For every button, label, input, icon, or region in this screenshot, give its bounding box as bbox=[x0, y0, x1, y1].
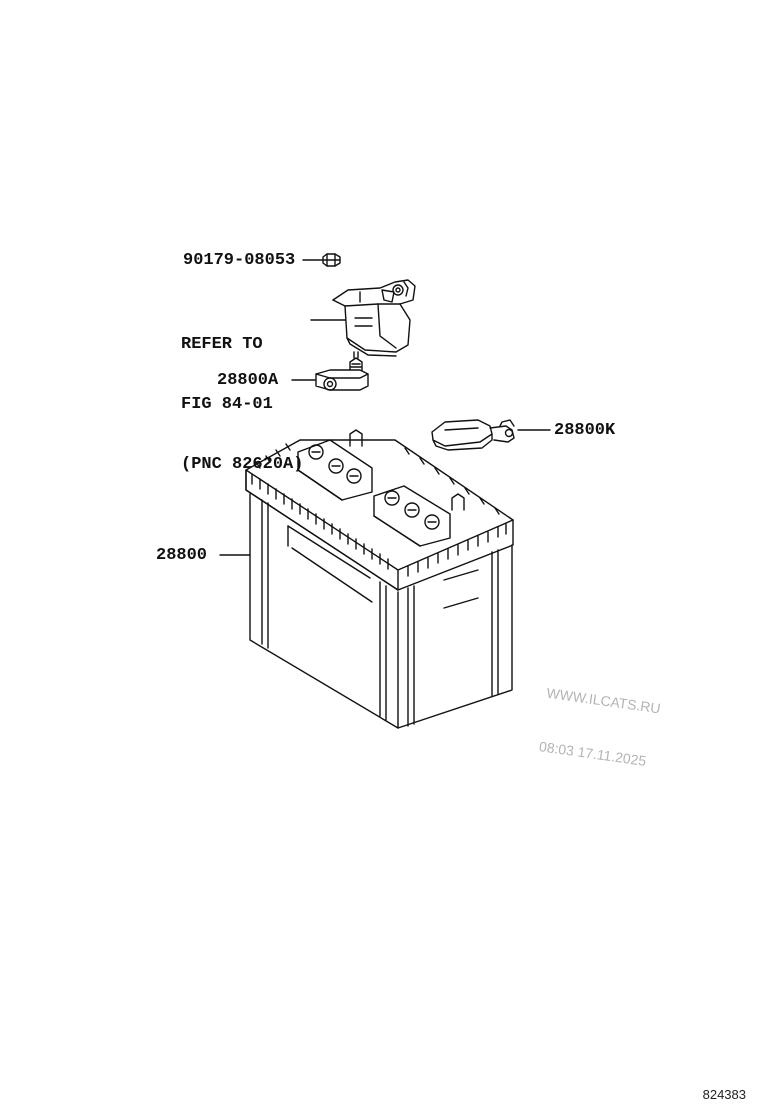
bolt-part-number[interactable]: 90179-08053 bbox=[183, 251, 296, 270]
watermark-timestamp: 08:03 17.11.2025 bbox=[538, 738, 648, 769]
reference-note: REFER TO FIG 84-01 (PNC 82620A) bbox=[181, 295, 303, 515]
diagram-id: 824383 bbox=[702, 1087, 746, 1102]
reference-note-line-2[interactable]: FIG 84-01 bbox=[181, 395, 273, 414]
battery-icon[interactable] bbox=[245, 429, 514, 729]
terminal-clamp-part-number[interactable]: 28800A bbox=[217, 371, 279, 390]
terminal-clamp-icon[interactable] bbox=[315, 351, 369, 391]
battery-part-number[interactable]: 28800 bbox=[156, 546, 208, 565]
watermark-site: WWW.ILCATS.RU bbox=[545, 684, 662, 717]
terminal-cover-icon[interactable] bbox=[431, 419, 515, 451]
reference-note-line-1: REFER TO bbox=[181, 335, 263, 354]
terminal-cover-part-number[interactable]: 28800K bbox=[554, 421, 616, 440]
battery-bracket-icon[interactable] bbox=[332, 279, 416, 357]
watermark: WWW.ILCATS.RU 08:03 17.11.2025 bbox=[533, 648, 667, 807]
reference-note-line-3[interactable]: (PNC 82620A) bbox=[181, 455, 304, 474]
bolt-icon[interactable] bbox=[322, 253, 341, 267]
